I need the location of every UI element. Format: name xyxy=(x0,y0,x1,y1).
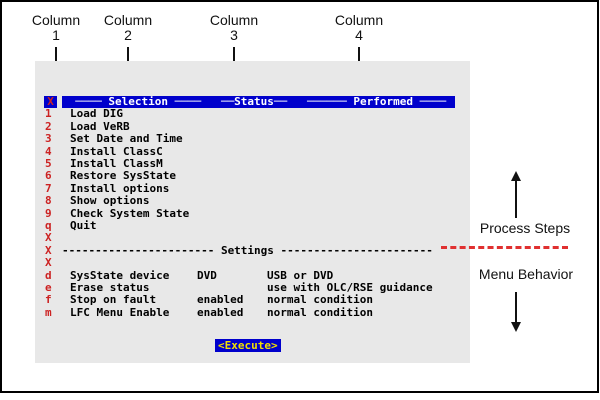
column3-callout: Column 3 xyxy=(189,12,279,43)
menu-row-performed: use with OLC/RSE guidance xyxy=(267,281,433,294)
menu-row-label: Restore SysState xyxy=(70,169,176,183)
settings-divider-row: X ----------------------- Settings ------… xyxy=(35,243,470,257)
menu-row[interactable]: 3 Set Date and Time xyxy=(35,133,470,145)
menu-row-key: 8 xyxy=(45,194,52,208)
menu-row-label: Install ClassM xyxy=(70,157,163,170)
menu-row[interactable]: e Erase status use with OLC/RSE guidance xyxy=(35,282,470,294)
menu-row-label: Load DIG xyxy=(70,107,123,121)
menu-row[interactable]: 7 Install options xyxy=(35,181,470,195)
arrow-up-icon xyxy=(515,180,517,218)
menu-row-label: Check System State xyxy=(70,206,190,220)
column1-callout: Column 1 xyxy=(11,12,101,43)
menu-row[interactable]: 4 Install ClassC xyxy=(35,144,470,158)
menu-row-key: 1 xyxy=(45,107,52,121)
column2-callout: Column 2 xyxy=(83,12,173,43)
menu-row-performed: normal condition xyxy=(267,293,373,307)
menu-row-key: f xyxy=(45,293,52,307)
menu-row[interactable]: 6 Restore SysState xyxy=(35,170,470,182)
menu-row-key: 2 xyxy=(45,119,52,133)
process-steps-label: Process Steps xyxy=(479,220,571,236)
console-header-bar: ──── Selection ──── ──Status── ────── Pe… xyxy=(62,96,455,108)
column3-label: Column xyxy=(209,12,259,28)
menu-row[interactable]: d SysState device DVD USB or DVD xyxy=(35,268,470,282)
menu-row[interactable]: 2 Load VeRB xyxy=(35,119,470,133)
menu-row[interactable]: f Stop on fault enabled normal condition xyxy=(35,294,470,306)
menu-row-label: Erase status xyxy=(70,281,150,294)
column1-number: 1 xyxy=(52,27,60,43)
menu-row-key: q xyxy=(45,219,52,232)
column2-number: 2 xyxy=(124,27,132,43)
menu-row[interactable]: 5 Install ClassM xyxy=(35,158,470,170)
column1-label: Column xyxy=(31,12,81,28)
menu-row-label: Show options xyxy=(70,194,150,208)
menu-row-performed: normal condition xyxy=(267,305,373,319)
menu-row[interactable]: 1 Load DIG xyxy=(35,108,470,120)
menu-row-label: Quit xyxy=(70,219,97,232)
column4-label: Column xyxy=(334,12,384,28)
menu-row-key: X xyxy=(45,243,52,257)
settings-divider-text: ----------------------- Settings -------… xyxy=(62,243,433,257)
arrow-down-icon xyxy=(511,322,521,332)
menu-row: X xyxy=(35,232,470,244)
menu-row[interactable]: m LFC Menu Enable enabled normal condition xyxy=(35,305,470,319)
menu-row-label: Stop on fault xyxy=(70,293,157,307)
menu-row-label: SysState device xyxy=(70,268,170,282)
column4-number: 4 xyxy=(355,27,363,43)
menu-row-key: m xyxy=(45,305,52,319)
execute-button[interactable]: <Execute> xyxy=(215,339,281,352)
menu-row[interactable]: 8 Show options xyxy=(35,195,470,207)
column3-number: 3 xyxy=(230,27,238,43)
menu-row-key: e xyxy=(45,281,52,294)
menu-row-key: X xyxy=(45,256,52,270)
menu-row-key: d xyxy=(45,268,52,282)
menu-row-label: LFC Menu Enable xyxy=(70,305,170,319)
column2-label: Column xyxy=(103,12,153,28)
menu-row-key: 5 xyxy=(45,157,52,170)
console-header-row: X ──── Selection ──── ──Status── ────── … xyxy=(35,96,470,108)
menu-row-key: 6 xyxy=(45,169,52,183)
menu-row-status: enabled xyxy=(197,305,244,319)
console-screen: X ──── Selection ──── ──Status── ────── … xyxy=(35,61,470,363)
menu-row-status: DVD xyxy=(197,268,217,282)
menu-row-key: 7 xyxy=(45,181,52,195)
menu-row-label: Install options xyxy=(70,181,170,195)
process-menu-divider-line xyxy=(441,246,568,249)
menu-row-key: 3 xyxy=(45,132,52,146)
arrow-up-icon xyxy=(511,171,521,181)
menu-row-label: Install ClassC xyxy=(70,144,163,158)
menu-row[interactable]: q Quit xyxy=(35,220,470,232)
menu-row-performed: USB or DVD xyxy=(267,268,334,282)
menu-row[interactable]: 9 Check System State xyxy=(35,206,470,220)
cursor-cell: X xyxy=(44,96,57,108)
menu-row-label: Set Date and Time xyxy=(70,132,183,146)
menu-behavior-label: Menu Behavior xyxy=(478,266,574,282)
menu-row-key: 4 xyxy=(45,144,52,158)
menu-row-key: 9 xyxy=(45,206,52,220)
menu-row-key: X xyxy=(45,231,52,245)
menu-row: X xyxy=(35,257,470,269)
menu-row-label: Load VeRB xyxy=(70,119,130,133)
column4-callout: Column 4 xyxy=(314,12,404,43)
arrow-down-icon xyxy=(515,292,517,323)
menu-row-status: enabled xyxy=(197,293,244,307)
